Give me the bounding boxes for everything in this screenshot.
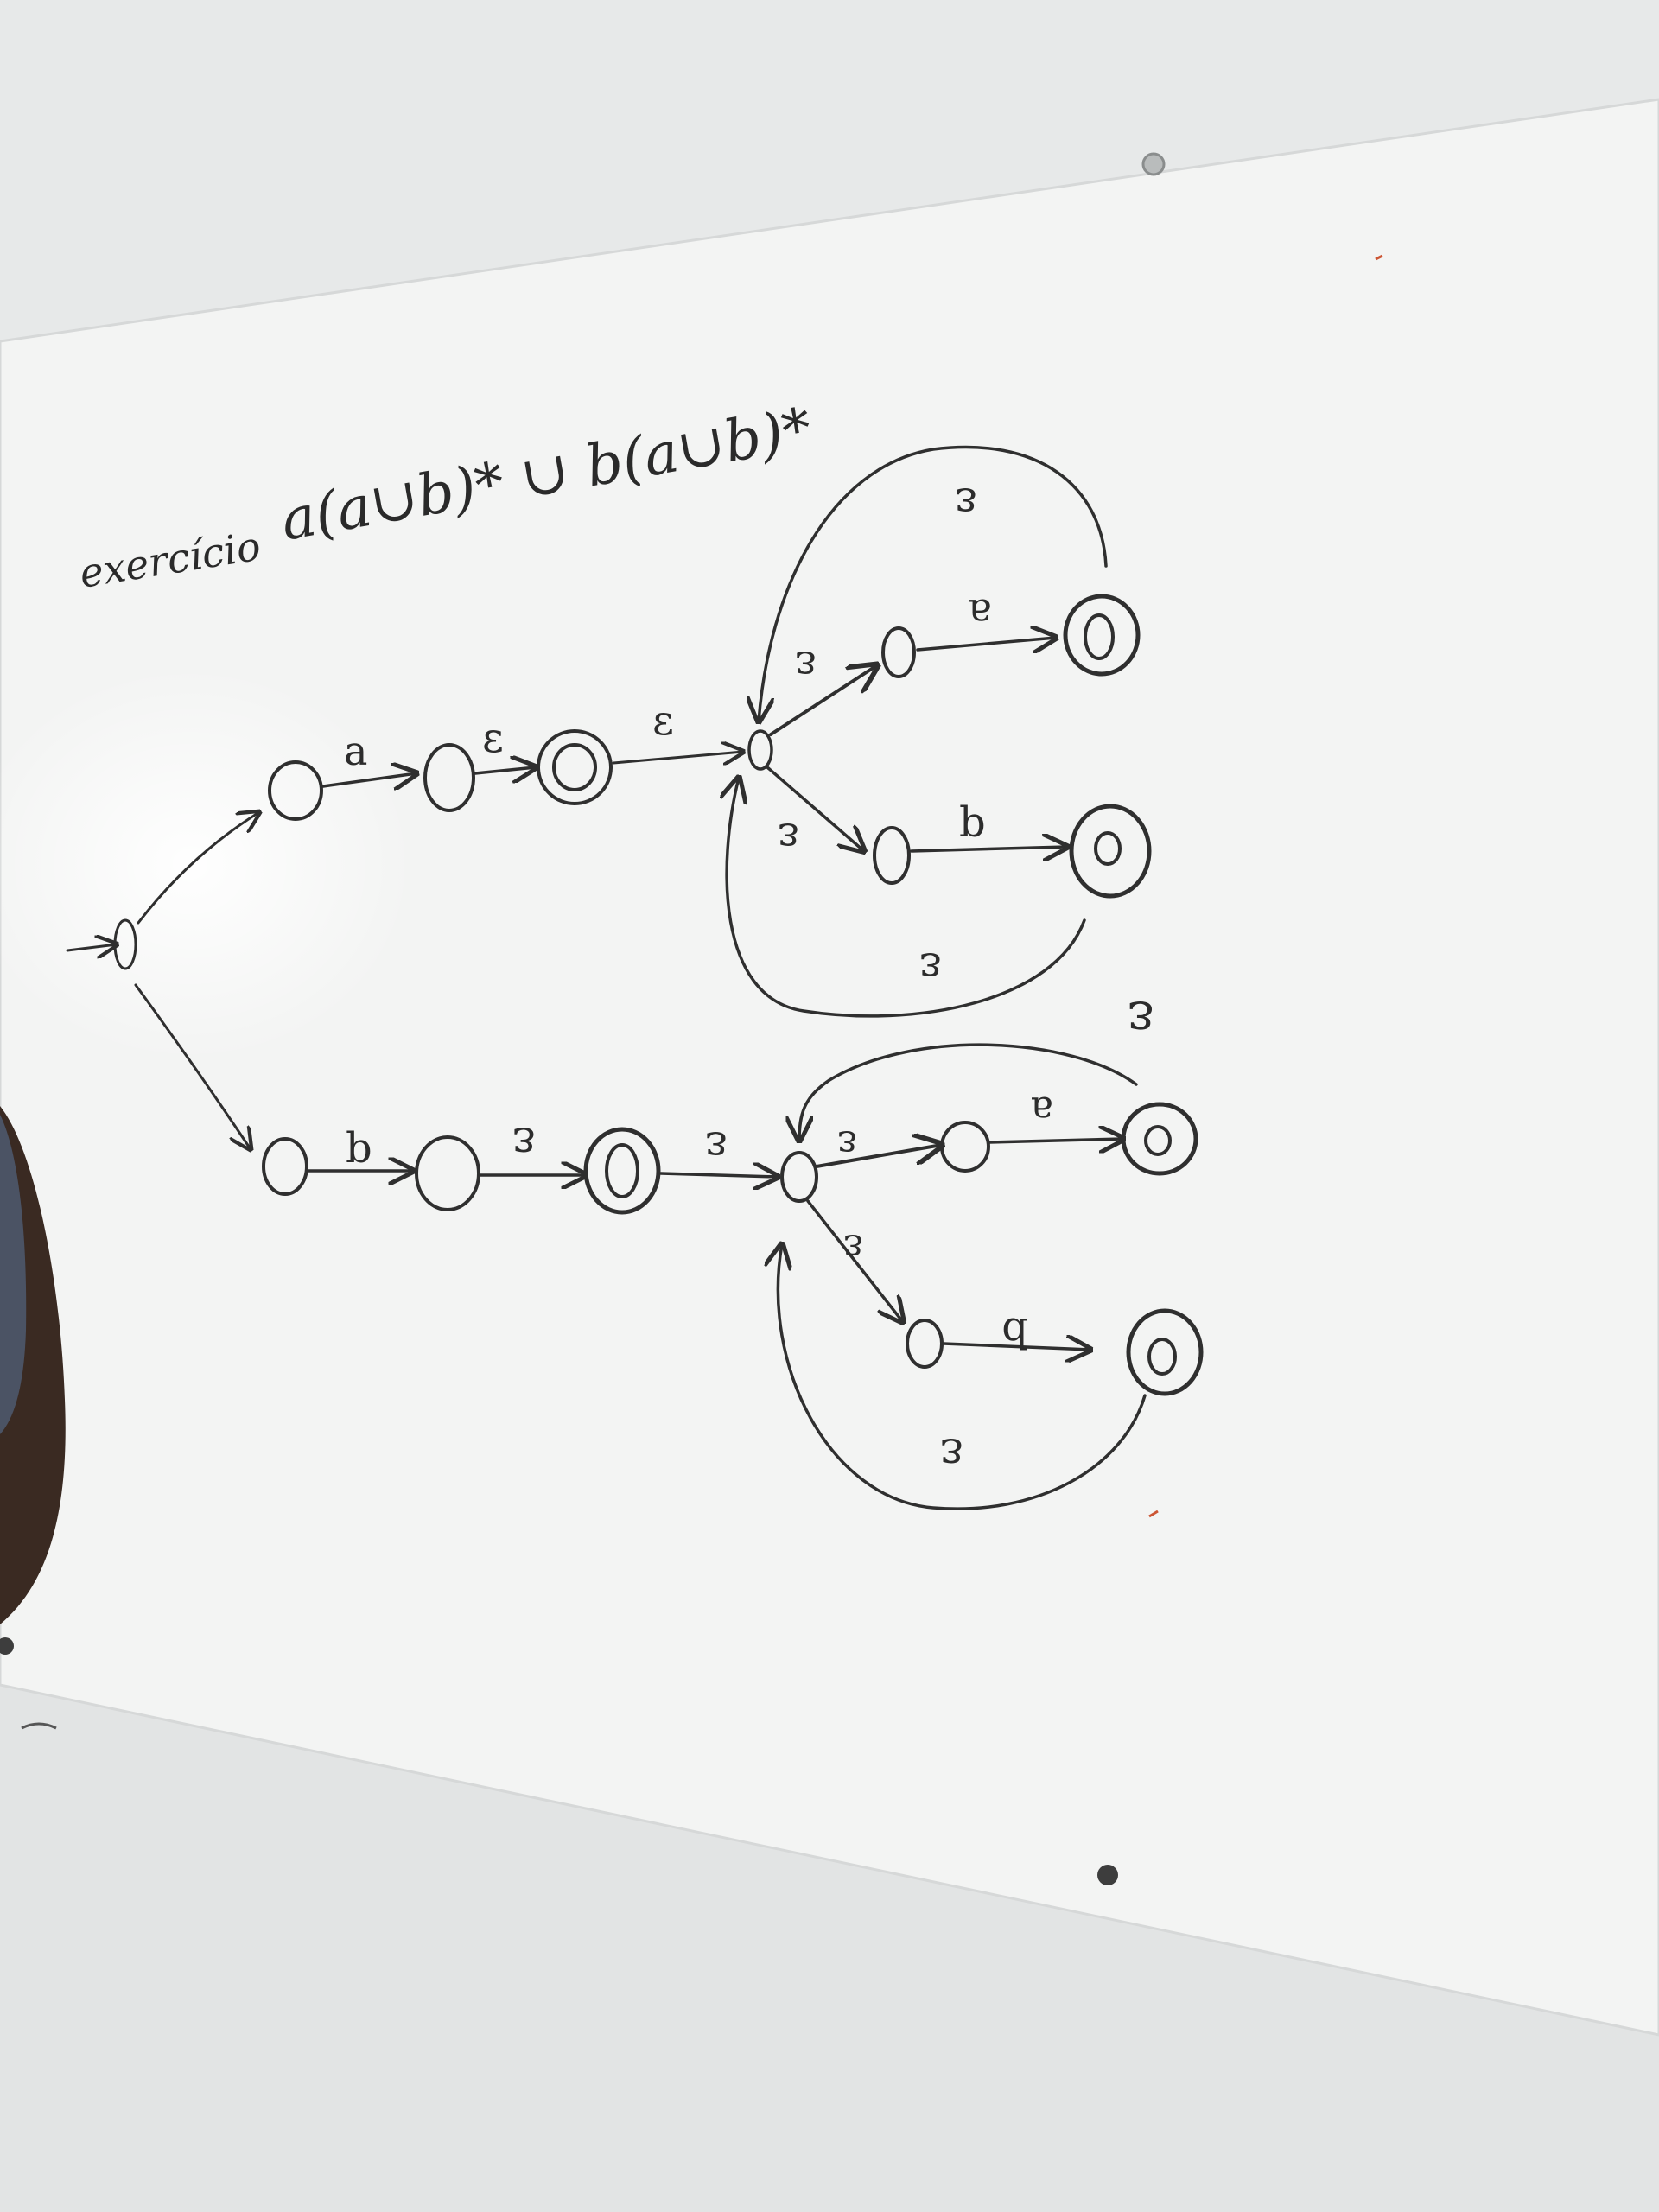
label-loop-ua2: ε — [955, 479, 977, 529]
edge-u1-u2 — [321, 773, 416, 786]
edge-u2-u3 — [474, 767, 536, 773]
state-la1 — [940, 1121, 990, 1173]
state-ua1 — [881, 626, 916, 678]
label-ub1-ub2: b — [959, 798, 986, 847]
state-u2 — [423, 743, 475, 812]
edge-l3-l4 — [659, 1173, 778, 1177]
label-l4-la1: ε — [837, 1122, 857, 1166]
loop-ub2 — [727, 778, 1086, 1018]
state-l3-inner — [605, 1143, 639, 1198]
state-lb2 — [1126, 1308, 1204, 1396]
state-ub2-inner — [1094, 831, 1122, 866]
label-loop-lb2: ε — [940, 1428, 963, 1480]
marker-speck — [1148, 1510, 1159, 1518]
edge-to-lower — [134, 983, 251, 1149]
loop-lb2 — [778, 1244, 1147, 1510]
edge-ua1-ua2 — [916, 638, 1056, 650]
state-u4-hub — [747, 729, 773, 771]
edge-l4-lb1 — [806, 1199, 903, 1322]
state-u1 — [268, 760, 323, 821]
loop-ua2 — [759, 445, 1108, 721]
state-la2-inner — [1144, 1125, 1172, 1156]
label-ua1-ua2: a — [969, 590, 992, 637]
lower-automaton: b ε ε ε a ε ε b ε — [262, 989, 1204, 1510]
edge-lb1-lb2 — [942, 1344, 1090, 1350]
whiteboard — [0, 98, 1659, 2037]
label-u3-u4: ε — [652, 696, 674, 745]
screw — [1097, 1865, 1118, 1885]
label-l3-l4: ε — [705, 1122, 728, 1173]
edge-u4-ua1 — [769, 665, 877, 736]
upper-automaton: a ε ε ε a ε ε b ε — [66, 445, 1152, 1149]
state-ub1 — [873, 826, 911, 885]
label-u1-u2: a — [344, 728, 367, 774]
loop-la2 — [799, 1043, 1138, 1141]
edge-u3-u4 — [612, 752, 743, 763]
start-arrow — [66, 944, 117, 950]
label-u4-ua1: ε — [795, 642, 817, 690]
screw — [1141, 152, 1166, 176]
marker-speck — [1375, 254, 1383, 261]
state-lb1 — [906, 1319, 944, 1369]
label-l1-l2: b — [346, 1124, 372, 1173]
label-la1-la2: a — [1031, 1088, 1053, 1132]
label-l4-lb1: ε — [843, 1226, 863, 1270]
state-ua2 — [1063, 594, 1141, 677]
glare — [0, 665, 415, 1063]
label-loop-la2: ε — [1128, 989, 1154, 1050]
label-u4-ub1: ε — [778, 814, 799, 862]
edge-ub1-ub2 — [910, 847, 1067, 851]
edge-to-upper — [137, 812, 259, 925]
edge-u4-ub1 — [766, 766, 864, 851]
label-loop-ub2: ε — [919, 944, 942, 994]
screw — [0, 1637, 14, 1655]
edge-la1-la2 — [988, 1139, 1123, 1142]
label-l2-l3: ε — [512, 1117, 536, 1169]
state-ua2-inner — [1084, 613, 1115, 660]
start-state — [113, 918, 137, 970]
state-u3-inner — [552, 743, 597, 791]
state-l4-hub — [780, 1151, 818, 1203]
state-lb2-inner — [1147, 1338, 1177, 1376]
state-ub2 — [1069, 804, 1152, 899]
state-l3 — [583, 1127, 661, 1215]
state-l2 — [415, 1135, 480, 1211]
edge-l4-la1 — [815, 1145, 942, 1168]
state-u3 — [537, 729, 613, 805]
person-shirt — [0, 1115, 27, 1434]
label-lb1-lb2: b — [1001, 1308, 1028, 1357]
state-la2 — [1121, 1102, 1198, 1176]
state-l1 — [262, 1137, 308, 1196]
marker-speck — [21, 1722, 57, 1730]
label-u2-u3: ε — [482, 714, 504, 762]
